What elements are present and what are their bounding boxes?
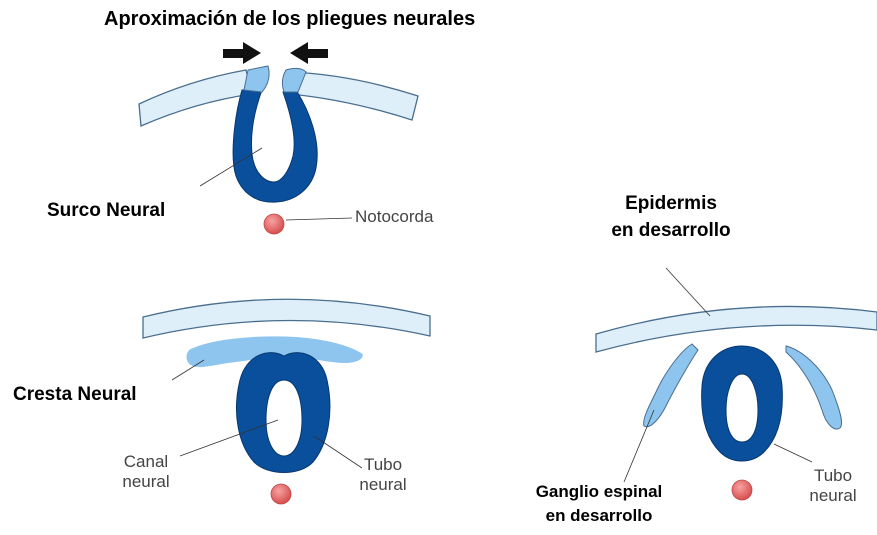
leader-tubo-right <box>774 444 812 462</box>
label-canal-line1: Canal <box>112 452 180 472</box>
label-epidermis: Epidermis en desarrollo <box>594 193 748 242</box>
stage-1-neural-groove <box>139 42 418 234</box>
label-tubo-right-line2: neural <box>800 486 866 506</box>
label-canal-line2: neural <box>112 472 180 492</box>
label-epidermis-line1: Epidermis <box>594 193 748 215</box>
epidermis-left <box>139 70 252 126</box>
neural-tube-middle <box>236 353 329 473</box>
label-canal-neural: Canal neural <box>112 452 180 491</box>
leader-epidermis <box>666 268 710 316</box>
label-ganglio-line2: en desarrollo <box>514 506 684 526</box>
arrow-right-icon <box>223 42 261 64</box>
leader-ganglio <box>624 410 654 482</box>
leader-notocorda <box>286 218 352 220</box>
notochord-3 <box>732 480 752 500</box>
neural-tube-right <box>702 346 783 461</box>
neural-fold-tip-left <box>244 66 269 92</box>
epidermis-right-stage <box>596 306 877 352</box>
label-surco-neural: Surco Neural <box>47 200 165 222</box>
neural-groove <box>233 90 317 202</box>
label-tubo-neural-left: Tubo neural <box>350 455 416 494</box>
leader-cresta <box>172 360 204 380</box>
label-tubo-left-line1: Tubo <box>350 455 416 475</box>
diagram-title: Aproximación de los pliegues neurales <box>104 8 475 31</box>
label-tubo-neural-right: Tubo neural <box>800 466 866 505</box>
label-epidermis-line2: en desarrollo <box>594 220 748 242</box>
arrow-left-icon <box>290 42 328 64</box>
label-notocorda: Notocorda <box>355 207 433 227</box>
epidermis-middle <box>143 299 430 338</box>
notochord-2 <box>271 484 291 504</box>
notochord-1 <box>264 214 284 234</box>
label-cresta-neural: Cresta Neural <box>13 384 137 406</box>
label-ganglio-line1: Ganglio espinal <box>514 482 684 502</box>
label-tubo-left-line2: neural <box>350 475 416 495</box>
label-ganglio-espinal: Ganglio espinal en desarrollo <box>514 482 684 525</box>
label-tubo-right-line1: Tubo <box>800 466 866 486</box>
ganglion-right <box>786 346 842 429</box>
